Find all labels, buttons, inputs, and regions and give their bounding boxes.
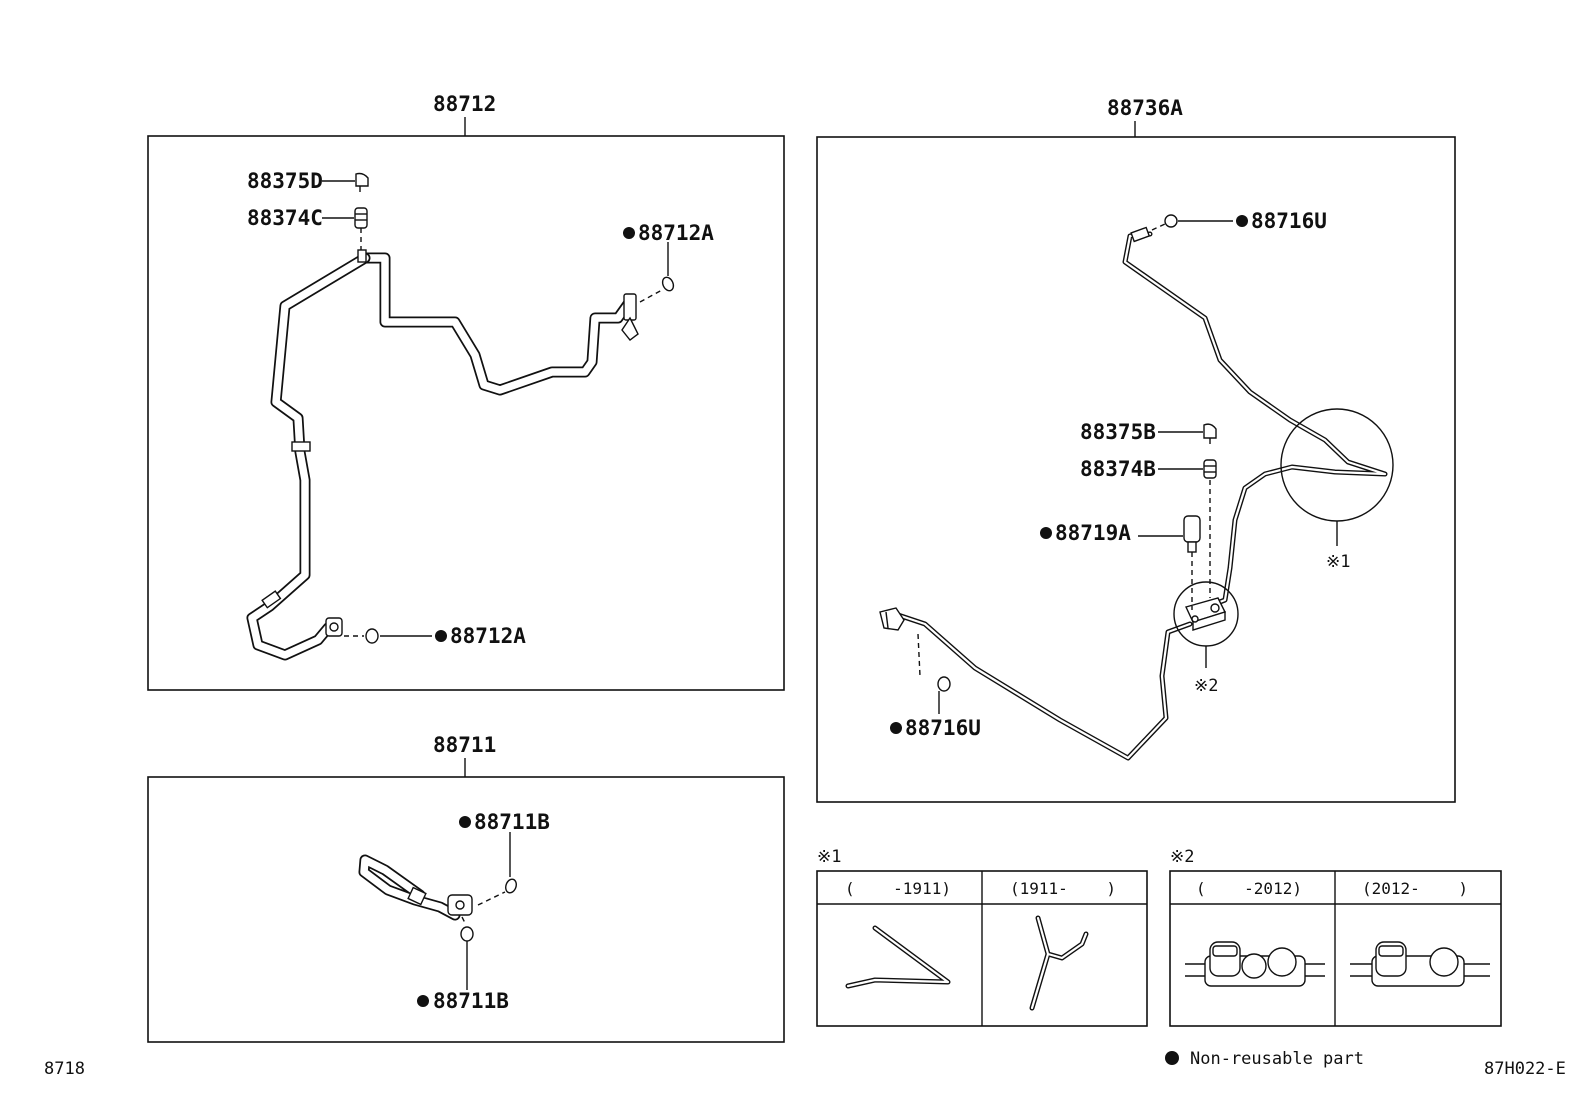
valve-block-pre-2012	[1185, 941, 1325, 987]
group-88711: 88711 88711B 88711B	[147, 733, 785, 1043]
callout-2-label: ※2	[1194, 676, 1218, 696]
label-88712: 88712	[433, 92, 496, 116]
non-reusable-mark	[417, 995, 429, 1007]
cap-88375D	[355, 172, 369, 187]
o-ring-88716U-top	[1164, 214, 1178, 228]
hose-clamp	[407, 886, 427, 906]
detail-1-col2: (1911- )	[1010, 879, 1116, 898]
non-reusable-mark	[459, 816, 471, 828]
o-ring-88712A-bottom	[365, 628, 379, 644]
label-88375D: 88375D	[247, 169, 323, 193]
hose-88711	[358, 854, 473, 921]
valve-core-88374C	[354, 207, 368, 229]
o-ring-88716U-bottom	[937, 676, 951, 692]
label-88712A-bottom: 88712A	[450, 624, 526, 648]
label-88374C: 88374C	[247, 206, 323, 230]
label-88711: 88711	[433, 733, 496, 757]
label-88712A-top: 88712A	[638, 221, 714, 245]
detail-2: ※2 ( -2012) (2012- )	[1169, 847, 1502, 1027]
label-88716U-bottom: 88716U	[905, 716, 981, 740]
non-reusable-mark	[1236, 215, 1248, 227]
service-port-88712	[357, 249, 367, 263]
hose-fitting-top	[623, 293, 637, 321]
box-88736A	[816, 136, 1456, 803]
group-88712: 88712 88375D 88374C 88	[147, 92, 785, 691]
detail-2-col2: (2012- )	[1362, 879, 1468, 898]
valve-block	[1185, 597, 1226, 631]
non-reusable-mark	[1040, 527, 1052, 539]
label-88711B-bottom: 88711B	[433, 989, 509, 1013]
legend-mark	[1165, 1051, 1179, 1065]
label-88736A: 88736A	[1107, 96, 1183, 120]
o-ring-88711B-top	[505, 878, 517, 894]
detail-1-title: ※1	[817, 847, 841, 867]
detail-1-col1: ( -1911)	[845, 879, 951, 898]
legend-text: Non-reusable part	[1190, 1049, 1364, 1069]
box-88711	[147, 776, 785, 1043]
o-ring-88711B-bottom	[460, 926, 474, 942]
pipe-end-fitting	[1130, 226, 1151, 243]
non-reusable-mark	[435, 630, 447, 642]
detail-2-col1: ( -2012)	[1196, 879, 1302, 898]
valve-core-88374B	[1203, 459, 1217, 479]
pipe-end-fitting	[879, 607, 905, 631]
o-ring-88712A-top	[661, 276, 675, 292]
callout-1-label: ※1	[1326, 552, 1350, 572]
detail-2-title: ※2	[1170, 847, 1194, 867]
label-88719A: 88719A	[1055, 521, 1131, 545]
code-left: 8718	[44, 1059, 85, 1079]
pipe-shape-post-1911	[1029, 915, 1089, 1011]
code-right: 87H022-E	[1484, 1059, 1566, 1079]
callout-circle-1	[1280, 408, 1394, 522]
label-88711B-top: 88711B	[474, 810, 550, 834]
cap-88375B	[1203, 423, 1217, 439]
pipe-shape-pre-1911	[845, 925, 951, 989]
hose-88712	[246, 249, 639, 661]
non-reusable-mark	[890, 722, 902, 734]
group-88736A: 88736A ※1 ※2	[816, 96, 1456, 803]
pressure-switch-88719A	[1183, 515, 1201, 543]
label-88375B: 88375B	[1080, 420, 1156, 444]
box-88712	[147, 135, 785, 691]
pipe-upper-88736A	[1122, 226, 1388, 608]
detail-1: ※1 ( -1911) (1911- )	[816, 847, 1148, 1027]
hose-clamp	[291, 441, 311, 452]
valve-block-post-2012	[1350, 941, 1490, 987]
non-reusable-mark	[623, 227, 635, 239]
pipe-lower-88736A	[879, 607, 1193, 761]
label-88374B: 88374B	[1080, 457, 1156, 481]
label-88716U-top: 88716U	[1251, 209, 1327, 233]
hose-clamp	[261, 590, 282, 609]
